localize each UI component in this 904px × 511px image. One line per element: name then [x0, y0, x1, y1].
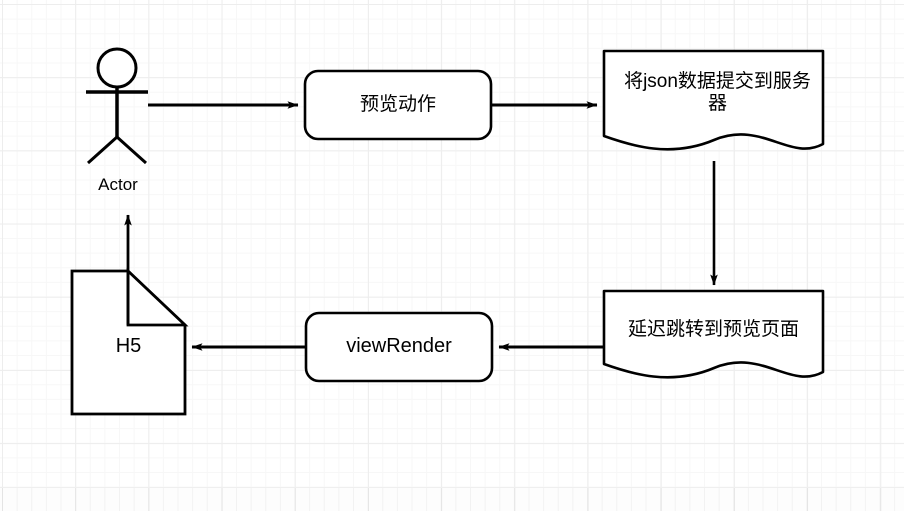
- node-preview-action[interactable]: [303, 69, 493, 141]
- canvas-bottom-strip: [0, 487, 904, 511]
- node-actor[interactable]: [86, 47, 148, 165]
- node-h5-page[interactable]: [70, 267, 189, 416]
- node-view-render[interactable]: [304, 311, 494, 383]
- node-delayed-redirect[interactable]: [602, 289, 825, 379]
- node-submit-json[interactable]: [602, 49, 825, 151]
